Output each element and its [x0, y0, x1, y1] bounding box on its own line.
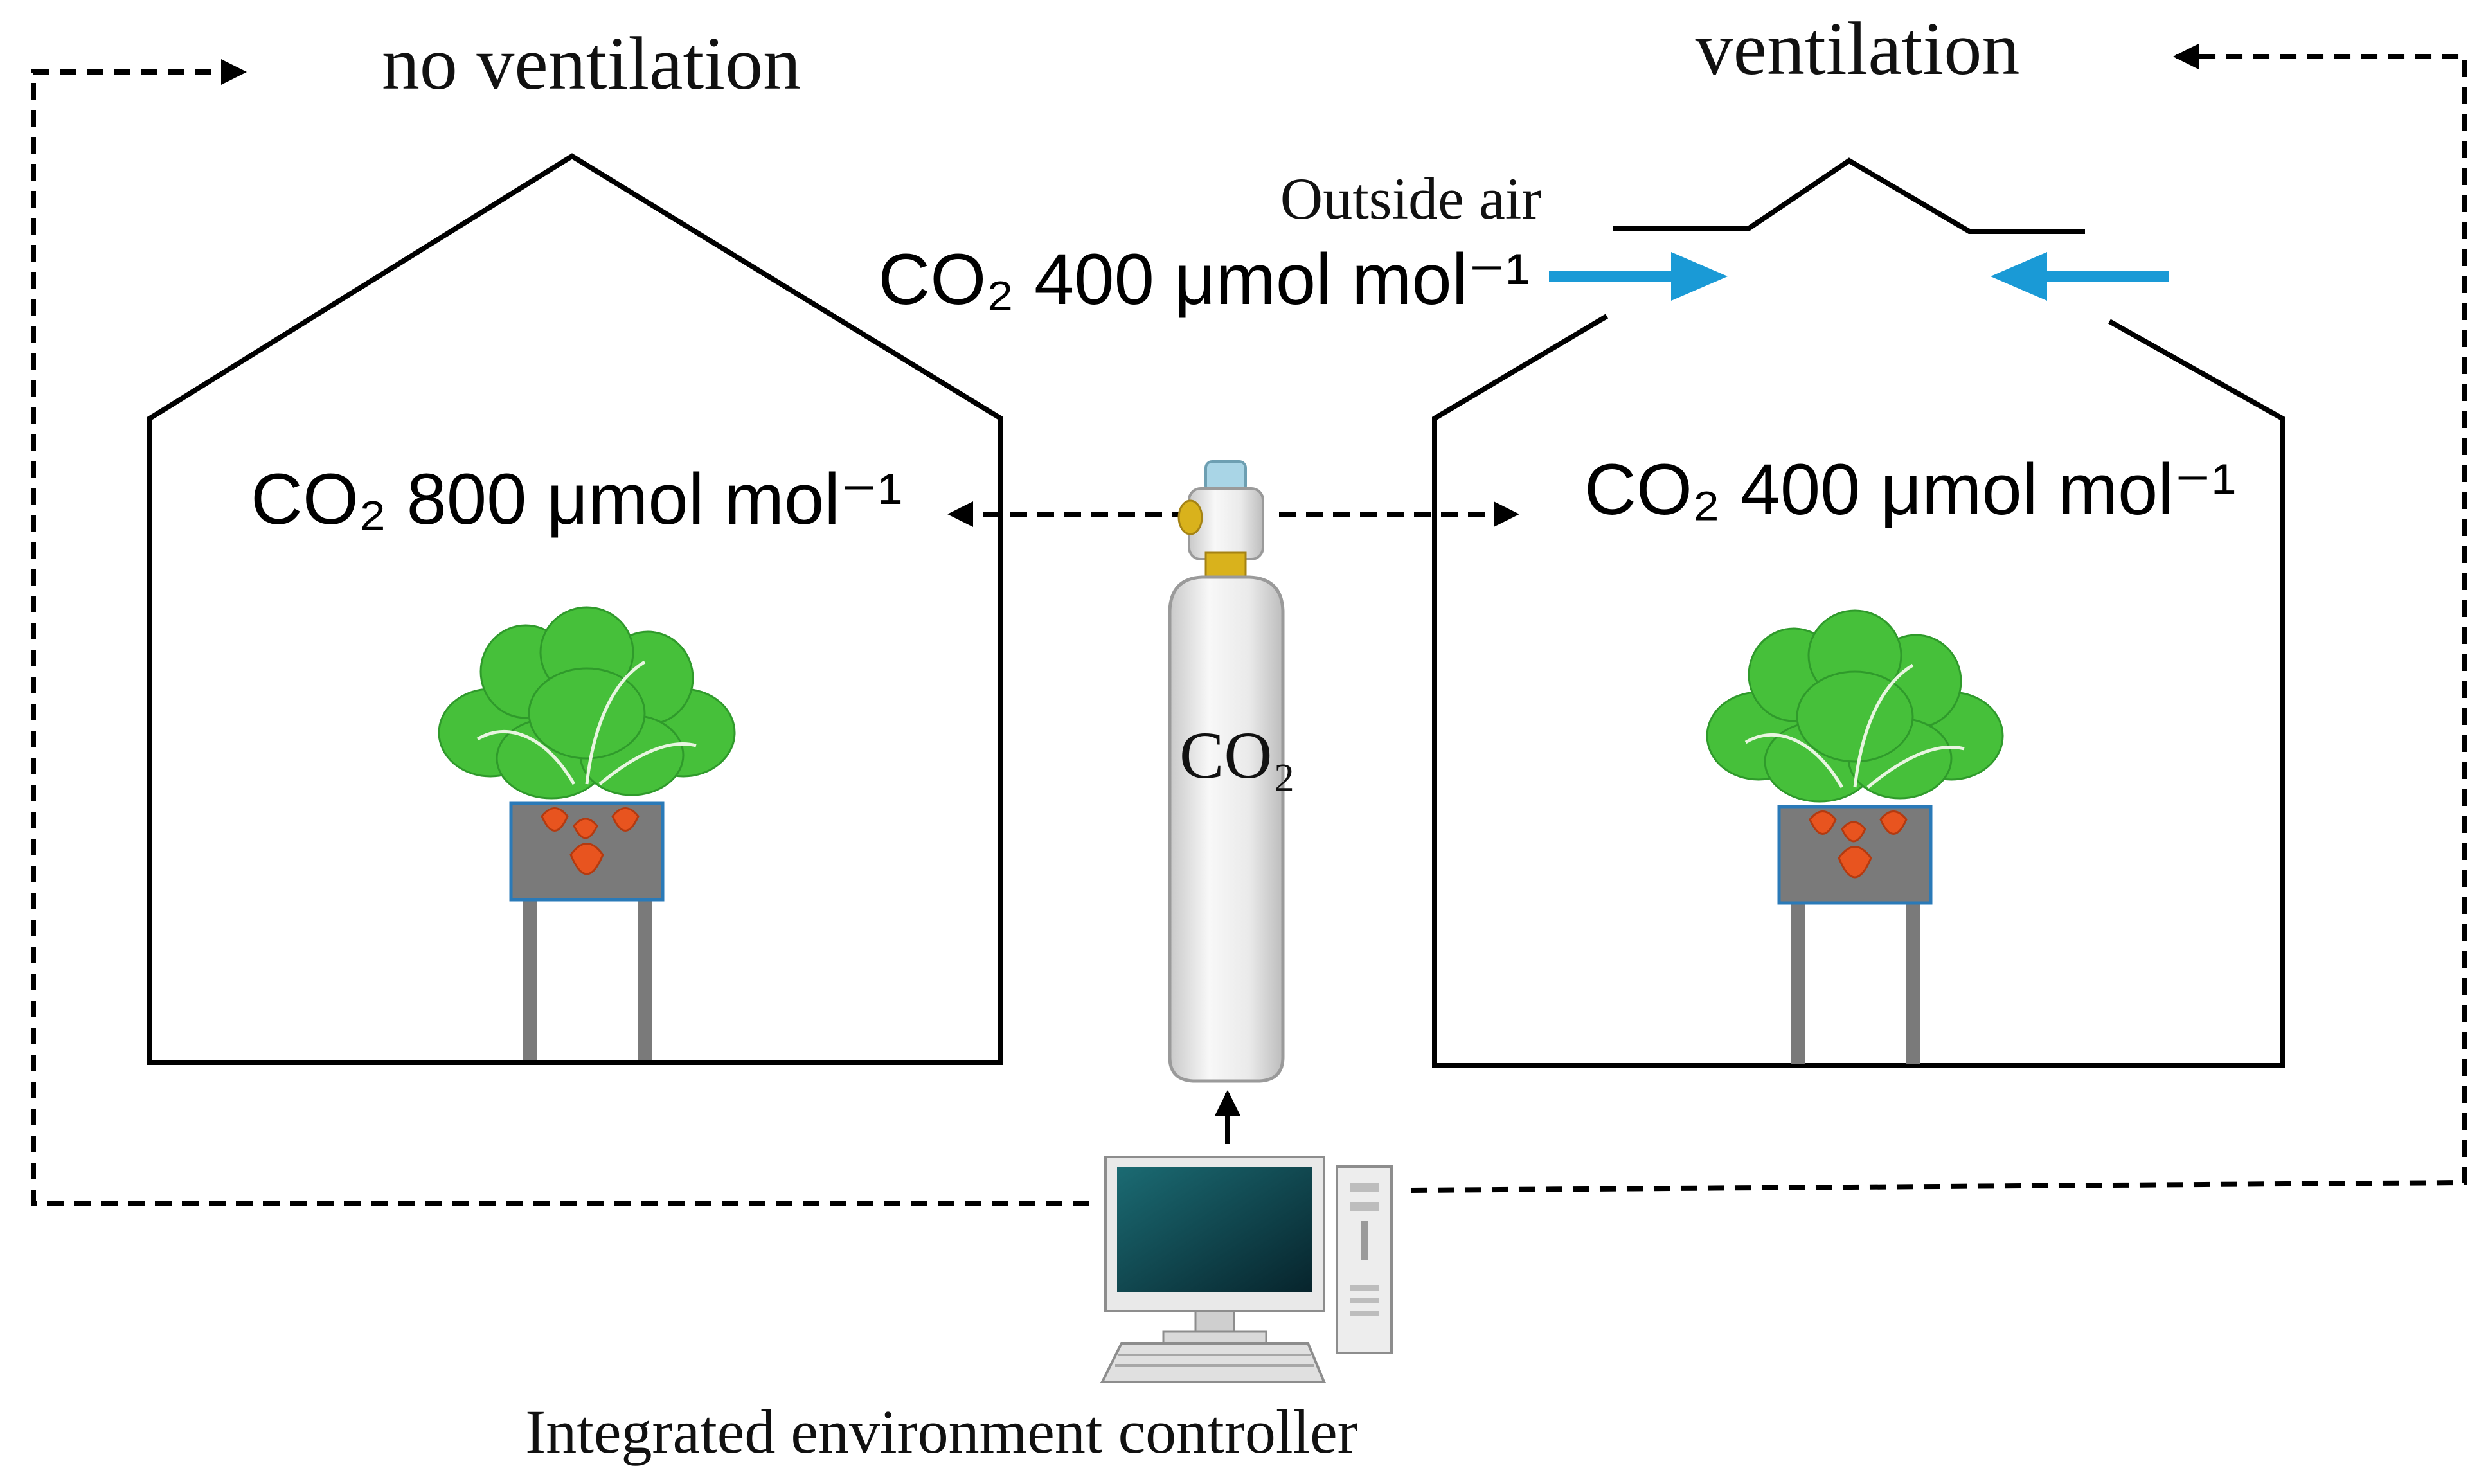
roof-vent [1613, 157, 2085, 234]
left-greenhouse-outline [147, 153, 1003, 1065]
desktop-computer-icon [1100, 1156, 1393, 1383]
right-control-loop [1410, 44, 2467, 1193]
left-control-loop [31, 59, 1089, 1206]
strawberry-plant-icon-right [1707, 611, 2003, 1064]
right-greenhouse-outline [1432, 314, 2285, 1068]
left-co2-label: CO₂ 800 μmol mol⁻¹ [251, 459, 902, 539]
strawberry-plant-icon-left [439, 607, 735, 1060]
left-house-title: no ventilation [382, 21, 801, 105]
outside-air-label: Outside air [1280, 166, 1541, 231]
right-co2-label: CO₂ 400 μmol mol⁻¹ [1584, 449, 2236, 530]
cylinder-label: CO₂ [1179, 719, 1296, 792]
controller-label: Integrated environment controller [525, 1397, 1358, 1466]
gas-cylinder-icon [1168, 460, 1285, 1083]
outside-co2-label: CO₂ 400 μmol mol⁻¹ [878, 239, 1530, 319]
right-house-title: ventilation [1696, 6, 2020, 91]
airflow-arrows [1549, 252, 2169, 301]
